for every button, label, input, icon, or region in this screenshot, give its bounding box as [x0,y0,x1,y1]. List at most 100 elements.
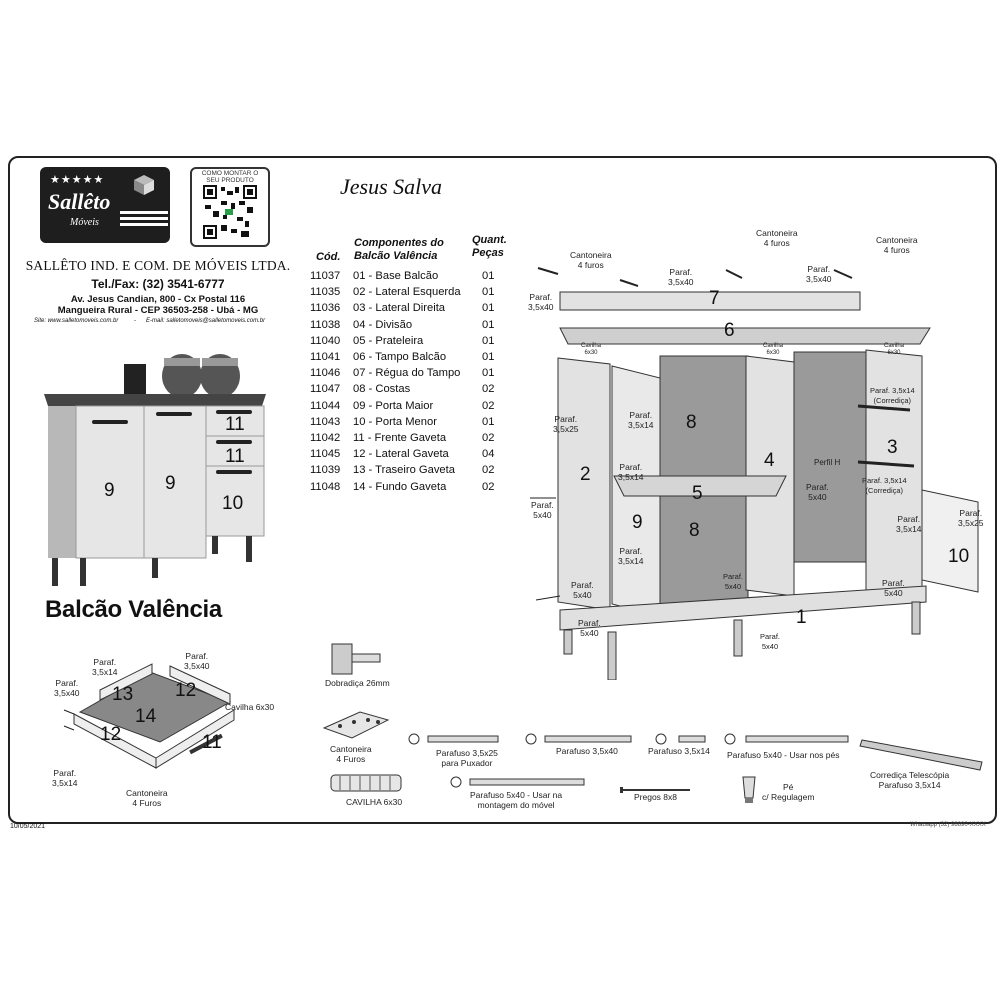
row-qty: 02 [482,480,495,493]
nail-icon [620,780,692,793]
row-qty: 02 [482,432,495,444]
logo-stripes [120,211,168,229]
row-qty: 04 [482,448,495,461]
part-label-3: 3 [887,437,898,458]
row-code: 11045 [310,448,341,461]
foot-icon [742,776,756,804]
row-name: 11 - Frente Gaveta [353,432,447,444]
row-qty: 01 [482,302,495,315]
hardware-parafuso-3-5x14: Parafuso 3,5x14 [648,746,710,756]
logo-stars: ★★★★★ [50,174,105,186]
row-name: 12 - Lateral Gaveta [353,448,449,461]
hardware-pregos: Pregos 8x8 [634,792,677,802]
row-qty: 02 [482,399,495,412]
paraf-3-5x14-b: Paraf.3,5x14 [618,462,644,482]
drawer-paraf-3-5x14-bottom: Paraf.3,5x14 [52,768,78,788]
script-title: Jesus Salva [340,174,443,199]
row-qty: 02 [482,464,495,477]
drawer-diagram [63,663,235,769]
row-name: 10 - Porta Menor [353,415,437,428]
company-address-2: Mangueira Rural - CEP 36503-258 - Ubá - … [57,305,259,316]
logo-sub: Móveis [70,217,99,228]
paraf-5x40-center: Paraf.5x40 [723,572,744,591]
row-qty: 02 [482,383,495,396]
row-name: 08 - Costas [353,383,411,396]
drawer-side [169,665,231,705]
part-1-base [559,585,927,631]
hardware-parafuso-3-5x40: Parafuso 3,5x40 [556,746,618,756]
paraf-3-5x14-a: Paraf.3,5x14 [628,410,654,430]
row-name: 09 - Porta Maior [353,399,434,412]
row-code: 11043 [310,415,341,428]
row-qty: 01 [482,270,495,282]
exploded-cabinet-diagram [530,267,979,680]
paraf-5x40-left: Paraf.5x40 [531,500,554,520]
paraf-3-5x14-c: Paraf.3,5x14 [618,546,644,566]
drawer-paraf-3-5x40-top: Paraf.3,5x40 [184,651,210,671]
product-photo [44,354,266,586]
drawer-label-11: 11 [202,732,222,753]
row-name: 02 - Lateral Esquerda [353,286,461,299]
salleto-logo: ★★★★★ Sallêto Móveis [40,167,170,243]
hardware-parafuso-5x40-pes: Parafuso 5x40 - Usar nos pés [727,750,840,760]
logo-brand: Sallêto [48,189,111,214]
countertop [44,394,266,406]
row-name: 13 - Traseiro Gaveta [353,464,455,477]
company-phone: Tel./Fax: (32) 3541-6777 [91,277,225,291]
drawer-paraf-3-5x40-left: Paraf.3,5x40 [54,678,80,698]
paraf-corredica-1: Paraf. 3,5x14(Corrediça) [870,386,915,405]
photo-label-11b: 11 [225,446,245,467]
paraf-corredica-2: Paraf. 3,5x14(Corrediça) [862,476,907,495]
sheet-date: 10/05/2021 [10,823,46,830]
paraf-5x40-right: Paraf.5x40 [882,578,905,598]
table-row: 11045 12 - Lateral Gaveta 04 [308,446,508,462]
row-name: 07 - Régua do Tampo [353,367,461,380]
part-label-7: 7 [709,288,720,309]
company-address-1: Av. Jesus Candian, 800 - Cx Postal 116 [70,294,246,305]
row-name: 01 - Base Balcão [353,270,439,282]
part-label-9: 9 [632,512,643,533]
row-code: 11038 [310,318,341,331]
part-label-1: 1 [796,607,807,628]
drawer-label-12b: 12 [100,724,122,745]
drawer-cavilha: Cavilha 6x30 [225,702,275,712]
row-code: 11041 [310,351,341,363]
part-8-costas-right [793,351,867,563]
paraf-3-5x40-c: Paraf.3,5x40 [806,264,832,284]
paraf-3-5x25-left: Paraf.3,5x25 [553,414,579,434]
company-name: SALLÊTO IND. E COM. DE MÓVEIS LTDA. [25,258,291,273]
row-code: 11036 [310,302,341,315]
paraf-5x40-bottom: Paraf.5x40 [760,632,781,651]
part-7-regua [559,291,861,311]
product-title: Balcão Valência [45,596,222,623]
row-code: 11046 [310,367,341,380]
company-site: Site: www.salletomoveis.com.br [34,318,119,324]
paraf-5x40-low: Paraf.5x40 [571,580,594,600]
row-qty: 01 [482,286,495,299]
drawer-paraf-3-5x14: Paraf.3,5x14 [92,657,118,677]
part-label-2: 2 [580,464,591,485]
drawer-front-right [155,709,235,769]
part-10-porta-menor [921,489,979,593]
dish-rack [124,364,146,400]
cube-icon [134,175,154,195]
photo-label-10: 10 [222,493,244,514]
part-label-8a: 8 [686,412,697,433]
hardware-cavilha: CAVILHA 6x30 [346,797,403,807]
paraf-3-5x40-b: Paraf.3,5x40 [668,267,694,287]
photo-label-9a: 9 [104,480,115,501]
